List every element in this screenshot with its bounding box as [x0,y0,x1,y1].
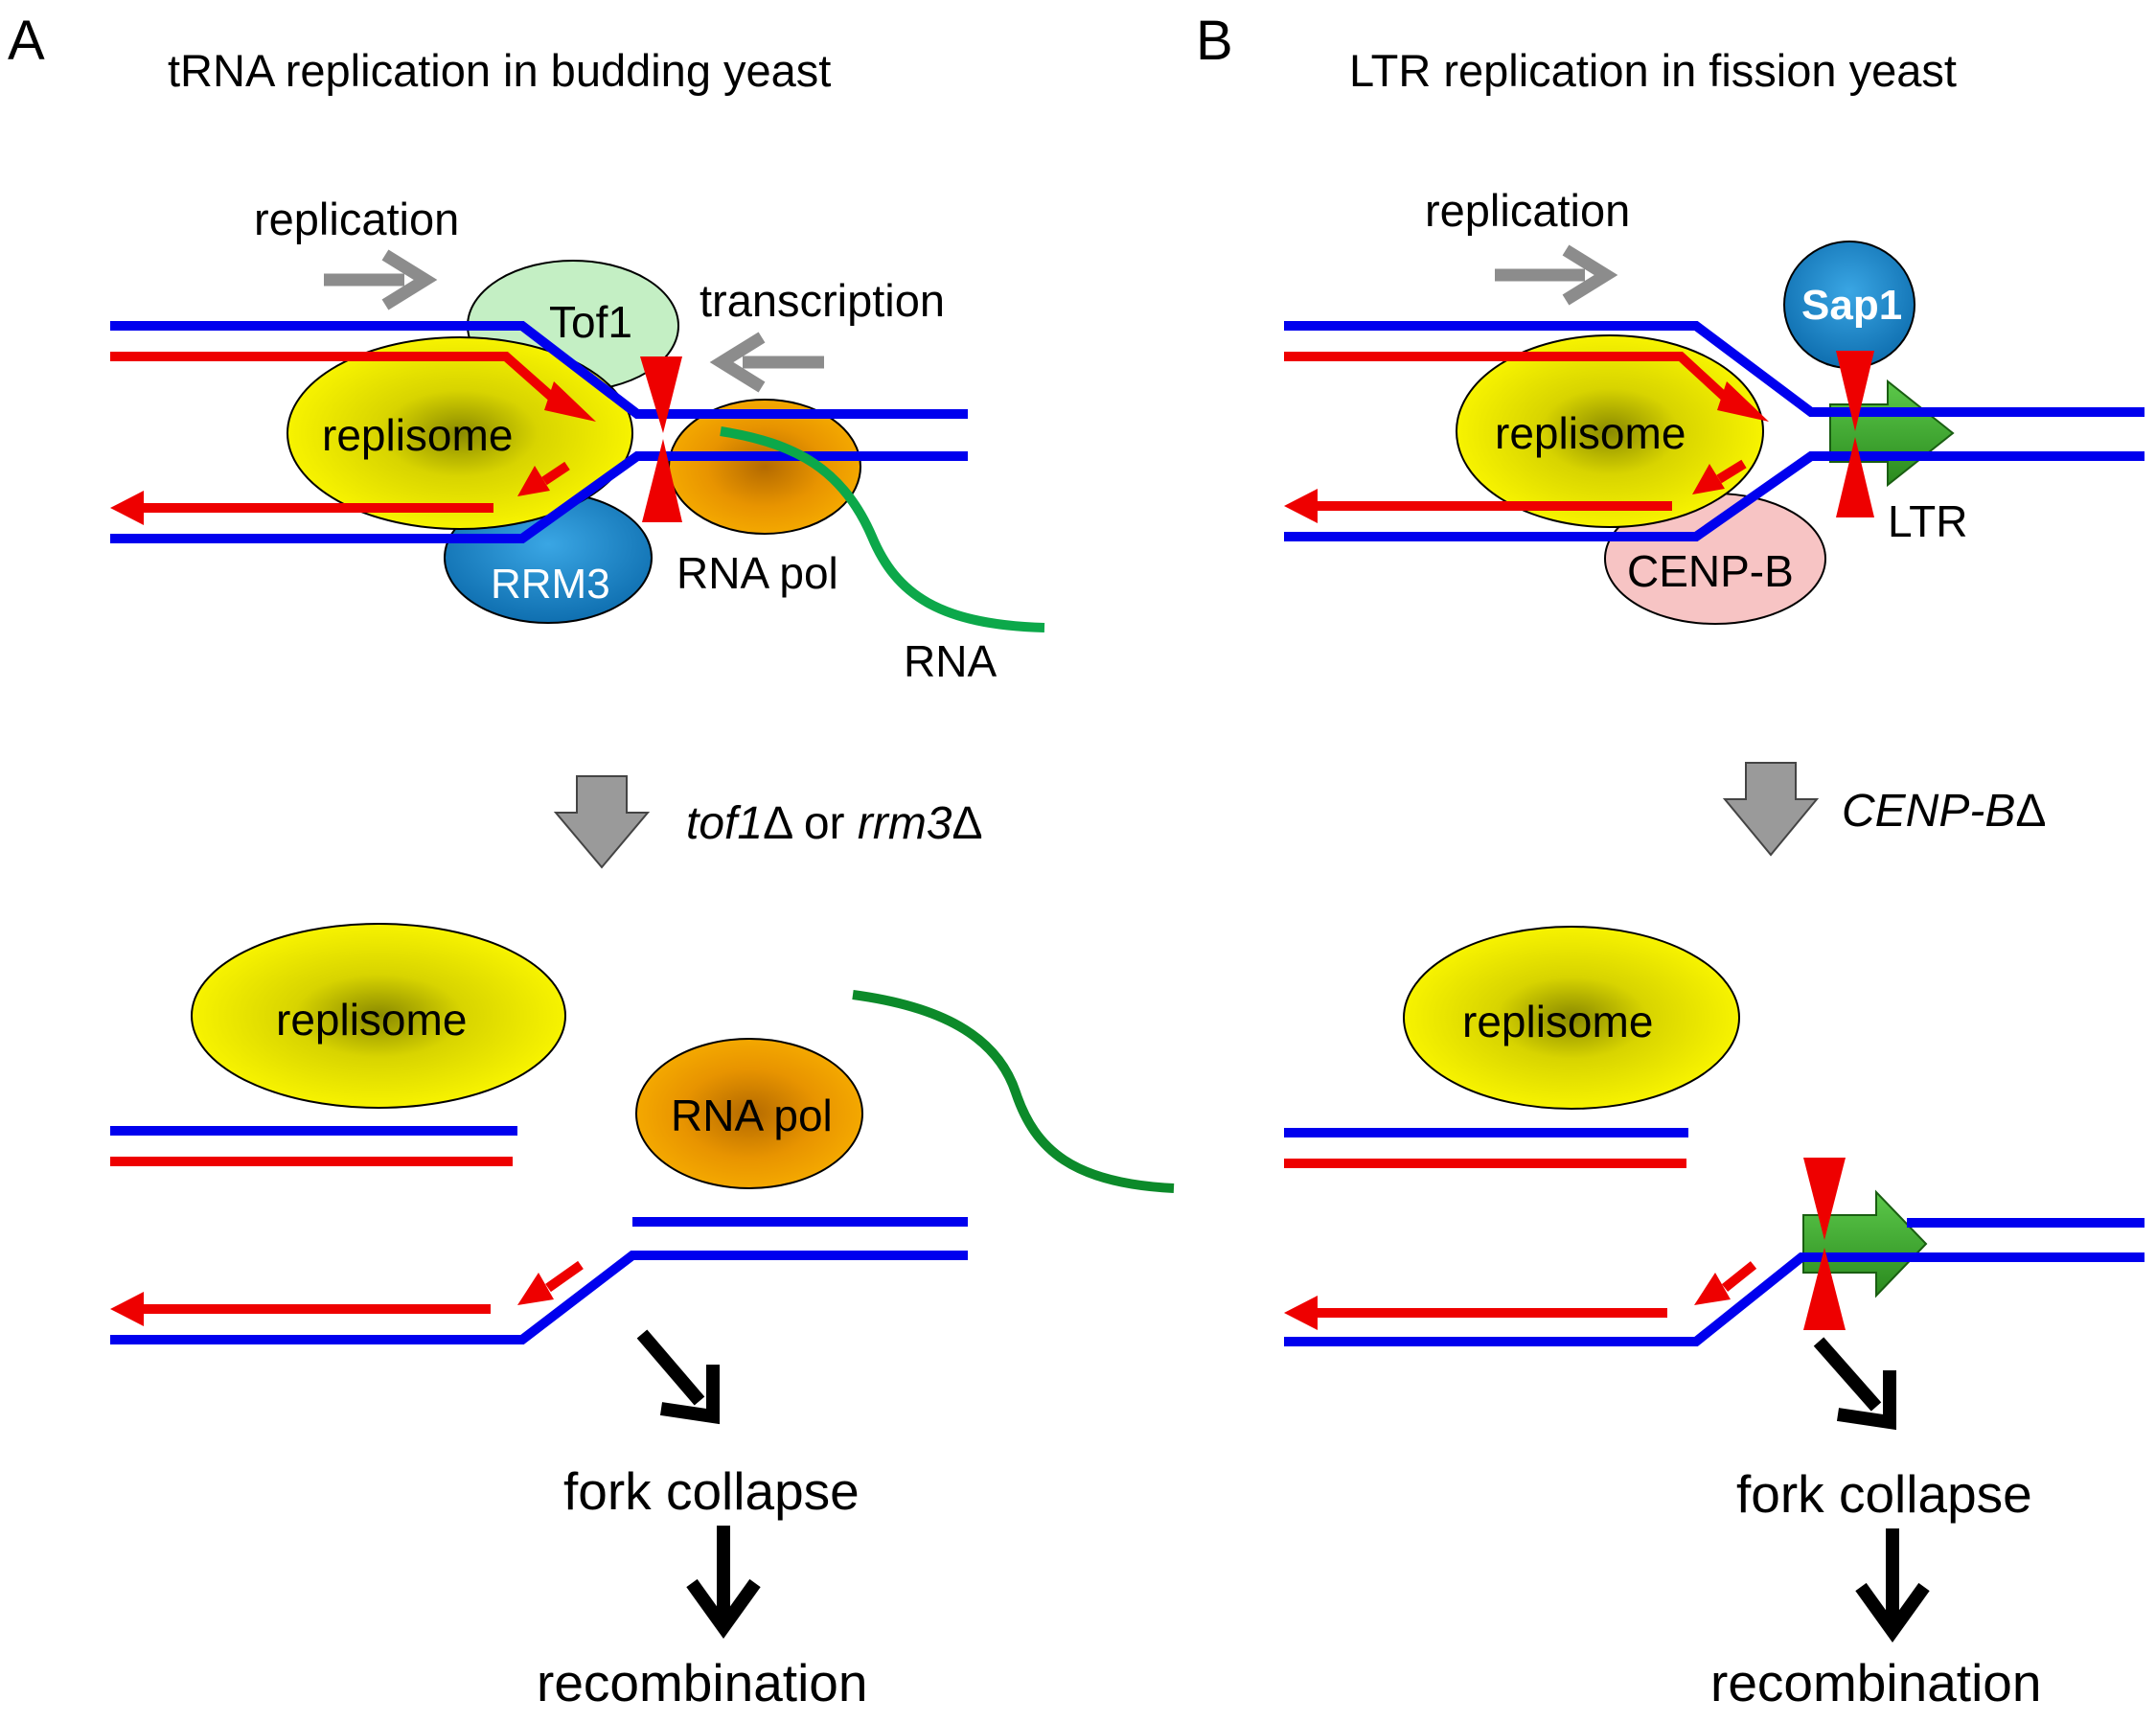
dna-bottom-a [110,1126,968,1344]
dna-red-okazaki [541,461,570,486]
panel-b-replication-arrow [1495,244,1618,306]
rna-pol-top-label: RNA pol [677,548,838,598]
dna-top-b [1284,321,2145,541]
replisome-bottom-b [1403,926,1740,1110]
rrm3-label: RRM3 [491,561,610,608]
replisome-top-a-label: replisome [322,410,513,460]
collapse-arrow-a [636,1329,720,1425]
remaining-red-okazaki [545,1260,584,1293]
mutation-b-gene: CENP-B [1842,786,2015,837]
red-arrowhead-leading [544,381,596,422]
fork-collapse-b-label: fork collapse [1736,1464,2032,1524]
recombination-arrow-a [686,1526,761,1640]
rna-pol-bottom [635,1038,863,1189]
collapse-arrow-b [1813,1337,1896,1431]
dna-bottom-b-arrowheads [1284,1273,1731,1330]
fork-barrier-b [1836,351,1874,517]
red-arrowhead-lagging [110,491,144,525]
panel-b: B LTR replication in fission yeast repli… [1196,10,2145,1712]
panel-a-replication-arrow [324,249,438,310]
mutation-a-label: tof1Δ or rrm3Δ [686,798,983,849]
mutation-a-or: or [791,798,857,849]
panel-b-title: LTR replication in fission yeast [1349,45,1957,96]
replisome-top-b-label: replisome [1495,408,1686,458]
mutation-a-gene2: rrm3 [858,798,952,849]
recombination-arrow-b [1855,1528,1930,1643]
dna-blue-upper [110,321,968,419]
rna-pol-bottom-label: RNA pol [671,1091,833,1140]
rna-pol-top [668,399,861,535]
sap1-label: Sap1 [1801,282,1902,329]
mutation-arrow-b [1722,762,1820,857]
ltr-label-top: LTR [1888,496,1968,546]
panel-a-transcription-arrow [709,332,824,393]
mutation-a-delta1: Δ [763,798,792,849]
mutation-a-delta2: Δ [952,798,983,849]
replisome-bottom-a-label: replisome [276,995,467,1045]
fork-barrier-a [640,356,682,522]
panel-a-title: tRNA replication in budding yeast [168,45,831,96]
dna-bottom-b [1284,1128,2145,1346]
recombination-a-label: recombination [537,1653,867,1712]
tof1-label: Tof1 [549,297,632,347]
panel-b-letter: B [1196,10,1233,72]
replisome-bottom-b-label: replisome [1462,997,1653,1046]
rna-transcript-bottom [852,990,1175,1193]
panel-a: A tRNA replication in budding yeast repl… [8,10,1175,1712]
fork-barrier-b-bottom [1803,1158,1846,1330]
mutation-a-gene1: tof1 [686,798,763,849]
panel-a-transcription-label: transcription [700,275,945,326]
replisome-top-b [1456,334,1764,528]
panel-b-replication-label: replication [1425,185,1630,236]
red-arrowhead-okazaki [517,466,550,496]
cenpb-label: CENP-B [1627,546,1794,596]
mutation-arrow-a [553,775,651,869]
dna-red-leading [110,352,560,404]
dna-top-a-arrowheads [110,381,596,525]
mutation-b-label: CENP-BΔ [1842,786,2046,837]
fork-collapse-a-label: fork collapse [563,1461,860,1521]
remaining-blue-strand [110,1251,968,1344]
panel-a-replication-label: replication [254,194,459,244]
ltr-element-bottom [1802,1189,1928,1298]
rna-label: RNA [904,636,997,686]
rna-transcript-top [720,426,1045,632]
dna-bottom-a-arrowheads [110,1273,554,1326]
dna-top-b-arrowheads [1284,381,1769,523]
panel-a-letter: A [8,10,45,72]
replisome-bottom-a [191,923,566,1109]
mutation-b-delta: Δ [2015,786,2046,837]
recombination-b-label: recombination [1710,1653,2041,1712]
